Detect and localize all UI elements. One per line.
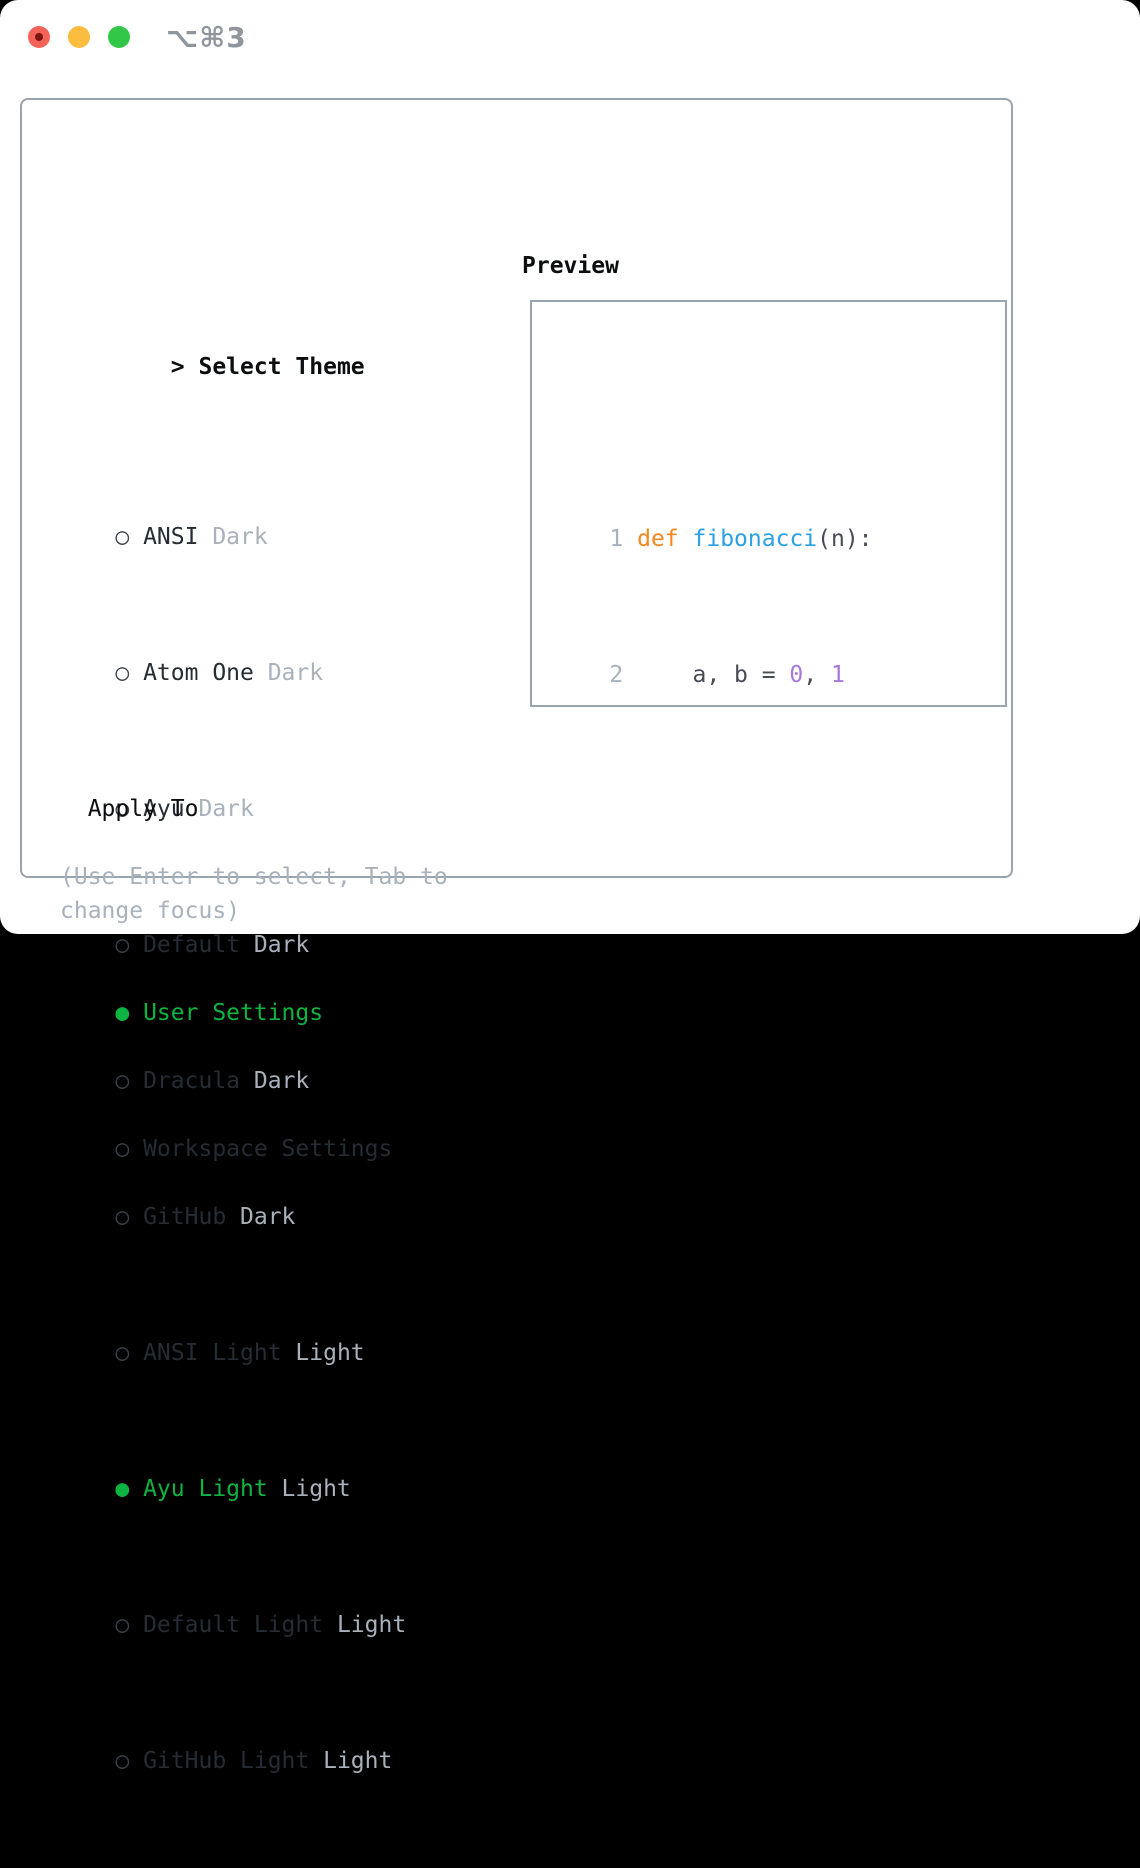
code-token: 1	[831, 662, 845, 688]
preview-header: Preview	[522, 249, 619, 283]
code-token: a, b =	[623, 662, 789, 688]
theme-variant: Dark	[240, 1204, 295, 1230]
theme-name: Atom One	[143, 660, 254, 686]
theme-name: ANSI Light	[143, 1340, 281, 1366]
theme-variant: Dark	[268, 660, 323, 686]
theme-name: Ayu Light	[143, 1476, 268, 1502]
prompt-icon: >	[171, 350, 199, 384]
hint-text: (Use Enter to select, Tab to change focu…	[60, 860, 490, 928]
window-shortcut-label: ⌥⌘3	[166, 21, 247, 54]
apply-option-name: User Settings	[143, 1000, 323, 1026]
code-token: def	[637, 526, 679, 552]
apply-option[interactable]: ○Workspace Settings	[60, 1098, 392, 1132]
code-token	[623, 526, 637, 552]
minimize-button[interactable]	[68, 26, 90, 48]
apply-to-block: Apply To ●User Settings ○Workspace Setti…	[60, 724, 392, 1166]
line-number: 1	[609, 526, 623, 552]
code-token: (n):	[817, 526, 872, 552]
theme-variant: Light	[337, 1612, 406, 1638]
code-token	[679, 526, 693, 552]
code-line: 1 def fibonacci(n):	[554, 488, 1007, 522]
apply-option[interactable]: ●User Settings	[60, 962, 392, 996]
line-number: 2	[609, 662, 623, 688]
close-button[interactable]	[28, 26, 50, 48]
theme-name: GitHub	[143, 1204, 226, 1230]
theme-variant: Light	[323, 1748, 392, 1774]
radio-icon: ○	[115, 656, 143, 690]
apply-option-name: Workspace Settings	[143, 1136, 392, 1162]
radio-icon: ○	[115, 1608, 143, 1642]
theme-name: GitHub Light	[143, 1748, 309, 1774]
code-tokens: a, b = 0, 1	[623, 662, 845, 688]
window-titlebar: ⌥⌘3	[0, 0, 1140, 75]
theme-option[interactable]: ○Google CodeLight	[60, 1846, 406, 1868]
theme-name: Default Light	[143, 1612, 323, 1638]
theme-select-title: Select Theme	[198, 354, 364, 380]
radio-icon: ●	[115, 996, 143, 1030]
code-token: 0	[789, 662, 803, 688]
radio-icon: ○	[115, 1744, 143, 1778]
code-preview: 1 def fibonacci(n): 2 a, b = 0, 1 3 for …	[554, 352, 1007, 707]
zoom-button[interactable]	[108, 26, 130, 48]
code-token: fibonacci	[693, 526, 818, 552]
code-tokens: def fibonacci(n):	[623, 526, 872, 552]
apply-to-header: Apply To	[60, 792, 392, 826]
preview-box: 1 def fibonacci(n): 2 a, b = 0, 1 3 for …	[530, 300, 1007, 707]
theme-variant: Light	[282, 1476, 351, 1502]
theme-name: ANSI	[143, 524, 198, 550]
radio-icon: ○	[115, 1336, 143, 1370]
radio-icon: ○	[115, 520, 143, 554]
radio-icon: ●	[115, 1472, 143, 1506]
code-token: ,	[803, 662, 831, 688]
theme-variant: Dark	[212, 524, 267, 550]
code-line: 2 a, b = 0, 1	[554, 624, 1007, 658]
theme-variant: Light	[295, 1340, 364, 1366]
radio-icon: ○	[115, 1200, 143, 1234]
radio-icon: ○	[115, 1132, 143, 1166]
theme-select-header: >Select Theme	[60, 316, 406, 350]
